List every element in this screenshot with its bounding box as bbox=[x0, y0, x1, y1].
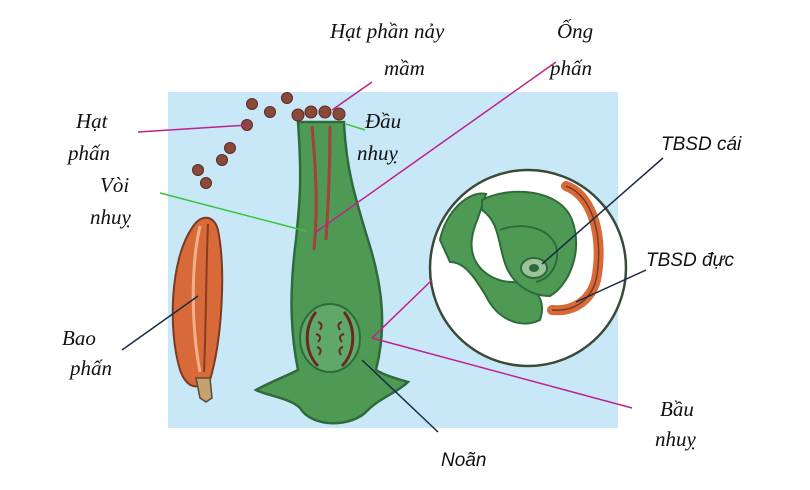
label-voi-nhuy-line1: Vòi bbox=[100, 173, 129, 197]
label-bao-phan-line1: Bao bbox=[62, 326, 96, 350]
pistil-illustration bbox=[253, 105, 411, 425]
pollen-grains bbox=[192, 92, 293, 189]
label-tbsd-duc: TBSD đực bbox=[646, 250, 735, 271]
label-ong-phan-line1: Ống bbox=[557, 19, 593, 43]
label-hat-phan-nay-mam-line2: mầm bbox=[384, 56, 425, 80]
label-tbsd-cai: TBSD cái bbox=[661, 134, 742, 155]
label-ong-phan-line2: phấn bbox=[548, 56, 592, 80]
ovule-magnified bbox=[428, 168, 628, 368]
label-hat-phan-line1: Hạt bbox=[75, 109, 109, 133]
label-hat-phan-nay-mam-line1: Hạt phần nảy bbox=[329, 19, 445, 43]
label-voi-nhuy-line2: nhuỵ bbox=[90, 205, 132, 229]
label-dau-nhuy-line1: Đầu bbox=[364, 109, 401, 133]
leader-lines bbox=[121, 61, 664, 433]
label-noan: Noãn bbox=[441, 450, 486, 471]
label-dau-nhuy-line2: nhuỵ bbox=[357, 141, 399, 165]
ovary-ovules bbox=[299, 303, 361, 373]
label-hat-phan-line2: phấn bbox=[66, 141, 110, 165]
diagram-labels: Hạt phần nảy mầm Ống phấn Hạt phấn Đầu n… bbox=[62, 19, 742, 471]
label-bau-nhuy-line2: nhuỵ bbox=[655, 427, 697, 451]
label-bao-phan-line2: phấn bbox=[68, 356, 112, 380]
label-bau-nhuy-line1: Bầu bbox=[660, 397, 694, 421]
